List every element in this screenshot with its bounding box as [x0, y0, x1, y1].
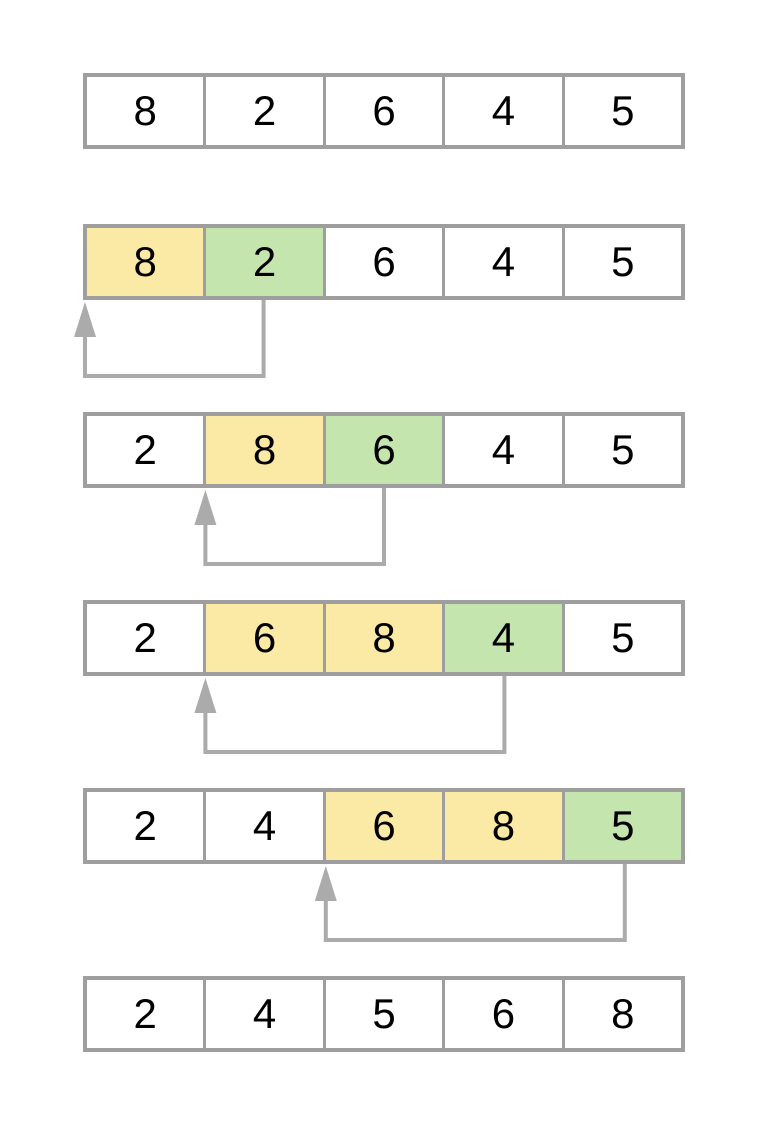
- cell-value: 6: [372, 802, 396, 849]
- array-cell-r3-c3: 6: [322, 416, 443, 484]
- array-cell-r3-c5: 5: [561, 416, 682, 484]
- array-cell-r1-c3: 6: [322, 77, 443, 145]
- array-cell-r5-c2: 4: [203, 792, 323, 860]
- array-cell-r5-c1: 2: [87, 792, 204, 860]
- cell-value: 5: [611, 426, 635, 473]
- array-cell-r6-c3: 5: [322, 980, 443, 1048]
- cell-value: 8: [252, 426, 277, 473]
- array-cell-r6-c5: 8: [561, 980, 682, 1048]
- array-cell-r6-c4: 6: [442, 980, 562, 1048]
- cell-value: 4: [491, 238, 516, 285]
- array-cell-r5-c5: 5: [561, 792, 682, 860]
- array-cell-r4-c4: 4: [442, 604, 562, 672]
- cell-value: 4: [252, 802, 277, 849]
- array-cell-r2-c4: 4: [442, 228, 562, 296]
- arrow-head-icon: [74, 302, 96, 337]
- array-row-2: 8 2 6 4 5: [83, 224, 685, 300]
- cell-value: 2: [133, 990, 157, 1037]
- cell-value: 5: [611, 802, 635, 849]
- cell-value: 2: [133, 426, 157, 473]
- arrow-line: [83, 300, 266, 378]
- insert-arrow: [194, 488, 386, 566]
- array-cell-r3-c4: 4: [442, 416, 562, 484]
- array-cell-r1-c1: 8: [87, 77, 204, 145]
- array-cell-r5-c4: 8: [442, 792, 562, 860]
- array-cell-r3-c2: 8: [203, 416, 323, 484]
- cell-value: 5: [611, 87, 635, 134]
- cell-value: 4: [491, 426, 516, 473]
- arrow-line: [323, 864, 627, 942]
- insert-arrow: [74, 300, 266, 378]
- array-row-5: 2 4 6 8 5: [83, 788, 685, 864]
- array-cell-r2-c1: 8: [87, 228, 204, 296]
- array-row-4: 2 6 8 4 5: [83, 600, 685, 676]
- arrow-line: [203, 676, 507, 754]
- array-cell-r4-c5: 5: [561, 604, 682, 672]
- cell-value: 6: [491, 990, 516, 1037]
- array-cell-r5-c3: 6: [322, 792, 443, 860]
- cell-value: 8: [372, 614, 396, 661]
- arrow-head-icon: [194, 490, 217, 525]
- cell-value: 5: [611, 238, 635, 285]
- array-row-1: 8 2 6 4 5: [83, 73, 685, 149]
- cell-value: 6: [372, 426, 396, 473]
- cell-value: 8: [611, 990, 635, 1037]
- cell-value: 4: [491, 87, 516, 134]
- array-row-6: 2 4 5 6 8: [83, 976, 685, 1052]
- array-cell-r2-c5: 5: [561, 228, 682, 296]
- cell-value: 2: [252, 87, 277, 134]
- array-cell-r1-c5: 5: [561, 77, 682, 145]
- arrow-head-icon: [194, 678, 217, 713]
- cell-value: 8: [133, 87, 157, 134]
- cell-value: 8: [133, 238, 157, 285]
- arrow-line: [203, 488, 386, 566]
- cell-value: 6: [252, 614, 277, 661]
- arrow-head-icon: [314, 866, 337, 901]
- cell-value: 5: [372, 990, 396, 1037]
- cell-value: 6: [372, 87, 396, 134]
- cell-value: 2: [133, 802, 157, 849]
- cell-value: 4: [491, 614, 516, 661]
- insert-arrow: [314, 864, 627, 942]
- cell-value: 8: [491, 802, 516, 849]
- cell-value: 5: [611, 614, 635, 661]
- array-cell-r2-c3: 6: [322, 228, 443, 296]
- cell-value: 2: [252, 238, 277, 285]
- array-cell-r6-c1: 2: [87, 980, 204, 1048]
- array-cell-r3-c1: 2: [87, 416, 204, 484]
- array-cell-r4-c2: 6: [203, 604, 323, 672]
- array-cell-r1-c2: 2: [203, 77, 323, 145]
- cell-value: 4: [252, 990, 277, 1037]
- cell-value: 6: [372, 238, 396, 285]
- array-cell-r2-c2: 2: [203, 228, 323, 296]
- array-row-3: 2 8 6 4 5: [83, 412, 685, 488]
- cell-value: 2: [133, 614, 157, 661]
- array-cell-r4-c1: 2: [87, 604, 204, 672]
- array-cell-r4-c3: 8: [322, 604, 443, 672]
- array-cell-r6-c2: 4: [203, 980, 323, 1048]
- insert-arrow: [194, 676, 507, 754]
- array-cell-r1-c4: 4: [442, 77, 562, 145]
